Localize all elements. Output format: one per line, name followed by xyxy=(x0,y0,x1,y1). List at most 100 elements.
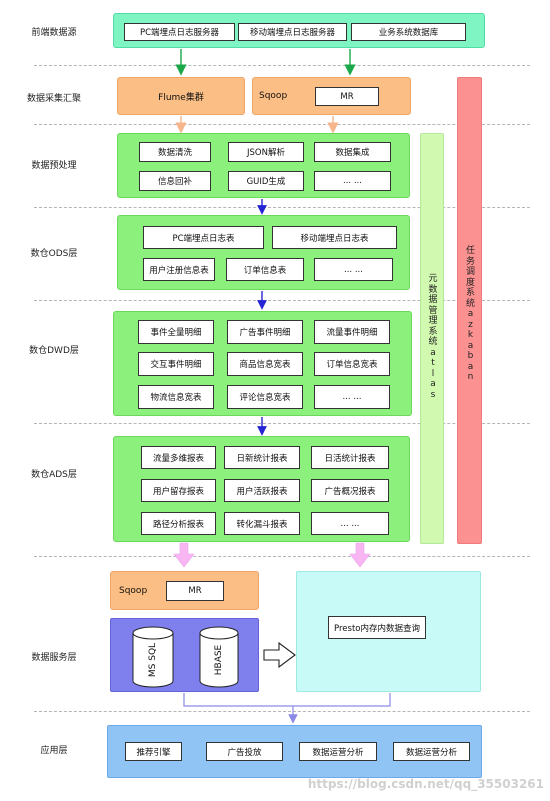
vertical-char: 度 xyxy=(465,277,475,288)
vertical-char: 调 xyxy=(465,267,475,277)
preprocess-item[interactable]: GUID生成 xyxy=(228,171,304,191)
ods-item[interactable]: 用户注册信息表 xyxy=(143,258,215,281)
layer-separator xyxy=(34,300,530,301)
layer-label-ods: 数仓ODS层 xyxy=(30,249,78,259)
vertical-char: 统 xyxy=(465,298,475,309)
app-item[interactable]: 推荐引擎 xyxy=(125,742,182,761)
hbase-cylinder-icon xyxy=(199,626,239,688)
connector-service-to-app xyxy=(183,693,391,707)
vertical-char: t xyxy=(431,358,435,368)
dwd-item[interactable]: 评论信息宽表 xyxy=(227,385,303,409)
preprocess-item[interactable]: ... ... xyxy=(314,171,391,191)
ads-item[interactable]: 转化漏斗报表 xyxy=(224,512,300,535)
flume-cluster-panel: Flume集群 xyxy=(117,77,245,115)
preprocess-item[interactable]: 信息回补 xyxy=(139,171,211,191)
flume-cluster-label[interactable]: Flume集群 xyxy=(158,92,204,103)
arrow-storage-to-presto xyxy=(263,641,296,669)
presto-query-box[interactable]: Presto内存内数据查询 xyxy=(328,616,426,639)
layer-separator xyxy=(34,556,530,557)
vertical-char: a xyxy=(430,379,436,389)
ods-item[interactable]: PC端埋点日志表 xyxy=(143,226,264,249)
dwd-item[interactable]: 交互事件明细 xyxy=(138,352,214,376)
layer-label-source: 前端数据源 xyxy=(31,28,77,38)
ads-item[interactable]: ... ... xyxy=(311,512,389,535)
dwd-item[interactable]: 商品信息宽表 xyxy=(227,352,303,376)
vertical-char: a xyxy=(467,340,474,351)
app-item[interactable]: 数据运营分析 xyxy=(393,742,470,761)
source-business-db[interactable]: 业务系统数据库 xyxy=(351,23,466,41)
app-item[interactable]: 数据运营分析 xyxy=(299,742,377,761)
vertical-char: 统 xyxy=(428,337,438,347)
ads-item[interactable]: 用户活跃报表 xyxy=(224,479,300,502)
vertical-char: 务 xyxy=(465,256,475,267)
vertical-char: 数 xyxy=(428,284,438,295)
service-sqoop-label[interactable]: Sqoop xyxy=(119,586,148,596)
dwd-item[interactable]: 流量事件明细 xyxy=(314,320,390,344)
source-pc-log-server[interactable]: PC端埋点日志服务器 xyxy=(124,23,235,41)
vertical-char: 理 xyxy=(428,316,438,326)
arrow-ads-to-sqoop xyxy=(173,542,195,568)
vertical-char: b xyxy=(467,351,474,361)
presto-panel: Presto内存内数据查询 xyxy=(296,571,481,692)
dwd-item[interactable]: 事件全量明细 xyxy=(138,320,214,344)
preprocess-panel: 数据清洗 JSON解析 数据集成 信息回补 GUID生成 ... ... xyxy=(117,133,410,198)
layer-label-preprocess: 数据预处理 xyxy=(31,161,77,171)
collect-mr-box[interactable]: MR xyxy=(315,87,379,106)
preprocess-item[interactable]: JSON解析 xyxy=(228,142,304,162)
dwd-item[interactable]: 广告事件明细 xyxy=(227,320,303,344)
service-mr-box[interactable]: MR xyxy=(166,581,224,601)
vertical-char: a xyxy=(467,361,474,372)
ads-item[interactable]: 用户留存报表 xyxy=(141,479,216,502)
collect-sqoop-label[interactable]: Sqoop xyxy=(259,91,288,101)
ads-item[interactable]: 流量多维报表 xyxy=(141,446,216,469)
ods-item[interactable]: ... ... xyxy=(314,258,393,281)
vertical-char: 管 xyxy=(428,305,438,316)
dwd-item[interactable]: ... ... xyxy=(314,385,390,409)
ods-panel: PC端埋点日志表 移动端埋点日志表 用户注册信息表 订单信息表 ... ... xyxy=(117,215,410,290)
ads-item[interactable]: 广告概况报表 xyxy=(311,479,389,502)
preprocess-item[interactable]: 数据集成 xyxy=(314,142,391,162)
layer-separator xyxy=(34,65,530,66)
vertical-char: z xyxy=(468,319,473,330)
layer-label-service: 数据服务层 xyxy=(31,653,77,663)
layer-separator xyxy=(34,711,530,712)
vertical-char: a xyxy=(430,347,436,358)
vertical-char: k xyxy=(467,330,474,340)
vertical-char: a xyxy=(467,309,474,319)
dwd-item[interactable]: 物流信息宽表 xyxy=(138,385,214,409)
source-mobile-log-server[interactable]: 移动端埋点日志服务器 xyxy=(238,23,347,41)
layer-separator xyxy=(34,207,530,208)
service-sqoop-panel: Sqoop MR xyxy=(110,571,259,610)
layer-label-app: 应用层 xyxy=(40,746,68,756)
layer-separator xyxy=(34,124,530,125)
ads-item[interactable]: 日新统计报表 xyxy=(224,446,300,469)
collect-sqoop-panel: Sqoop MR xyxy=(252,77,411,115)
vertical-char: n xyxy=(467,372,474,382)
vertical-char: 系 xyxy=(428,326,438,337)
ods-item[interactable]: 订单信息表 xyxy=(226,258,304,281)
ads-item[interactable]: 路径分析报表 xyxy=(141,512,216,535)
vertical-char: s xyxy=(430,389,436,400)
ads-item[interactable]: 日活统计报表 xyxy=(311,446,389,469)
layer-label-ads: 数仓ADS层 xyxy=(31,470,77,480)
ods-item[interactable]: 移动端埋点日志表 xyxy=(272,226,397,249)
storage-panel: MS SQL HBASE xyxy=(110,618,259,692)
app-item[interactable]: 广告投放 xyxy=(206,742,283,761)
dwd-item[interactable]: 订单信息宽表 xyxy=(314,352,390,376)
dwd-panel: 事件全量明细 广告事件明细 流量事件明细 交互事件明细 商品信息宽表 订单信息宽… xyxy=(113,311,412,416)
layer-label-collect: 数据采集汇聚 xyxy=(26,94,81,104)
preprocess-item[interactable]: 数据清洗 xyxy=(139,142,211,162)
layer-separator xyxy=(34,423,530,424)
arrow-ads-to-presto xyxy=(349,542,371,568)
source-panel: PC端埋点日志服务器 移动端埋点日志服务器 业务系统数据库 xyxy=(113,13,485,48)
vertical-char: 元 xyxy=(428,274,438,284)
ms-sql-cylinder-icon xyxy=(132,626,174,688)
vertical-char: 任 xyxy=(465,246,475,256)
watermark: https://blog.csdn.net/qq_35503261 xyxy=(307,777,544,791)
ads-panel: 流量多维报表 日新统计报表 日活统计报表 用户留存报表 用户活跃报表 广告概况报… xyxy=(113,436,410,542)
